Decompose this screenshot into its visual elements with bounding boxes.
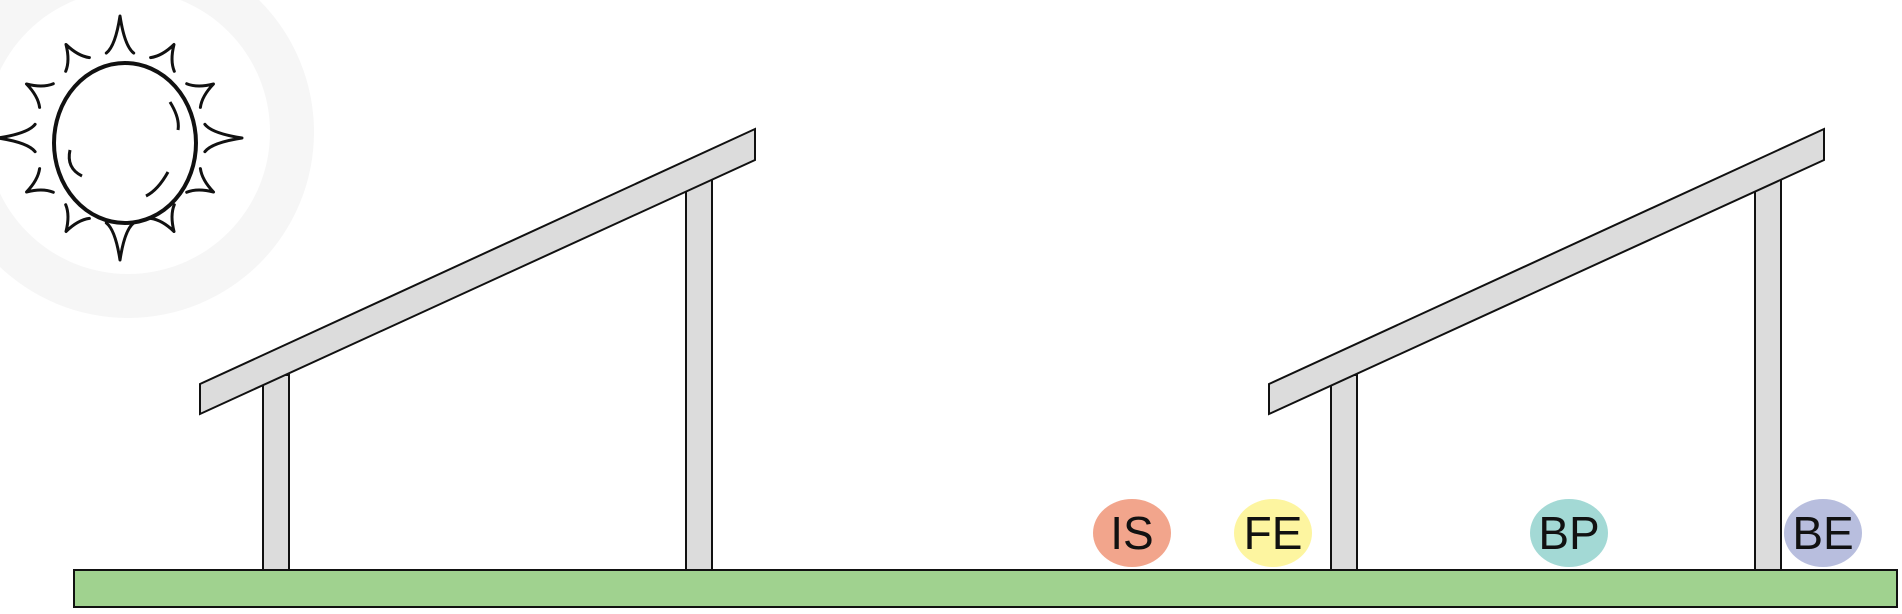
sun-ray (64, 43, 91, 73)
svg-text:BP: BP (1538, 507, 1599, 559)
sun-ray (64, 203, 91, 233)
solar-panel-right (1268, 127, 1825, 571)
sun-ray (0, 122, 37, 154)
panel-board (199, 127, 756, 416)
solar-panel-left (199, 127, 756, 571)
sun-ray (25, 82, 55, 109)
support-post (262, 374, 290, 571)
sun-ray (185, 82, 215, 109)
sun-disc (52, 61, 198, 225)
support-post (685, 179, 713, 571)
sun-ray (185, 167, 215, 194)
support-post (1754, 179, 1782, 571)
label-fe: FE (1234, 499, 1312, 567)
label-be: BE (1784, 499, 1862, 567)
label-is: IS (1093, 499, 1171, 567)
sun-ray (104, 14, 136, 55)
panel-board (1268, 127, 1825, 416)
sun-ray (203, 122, 244, 154)
sun-ray (104, 221, 136, 262)
svg-text:BE: BE (1792, 507, 1853, 559)
svg-text:FE: FE (1244, 507, 1303, 559)
sun-ray (25, 167, 55, 194)
ground (73, 569, 1898, 608)
sun-ray (149, 203, 176, 233)
label-bp: BP (1530, 499, 1608, 567)
sun-rays (0, 14, 244, 262)
sun-ray (149, 43, 176, 73)
sun-icon (0, 0, 314, 318)
support-post (1330, 374, 1358, 571)
svg-text:IS: IS (1110, 507, 1153, 559)
